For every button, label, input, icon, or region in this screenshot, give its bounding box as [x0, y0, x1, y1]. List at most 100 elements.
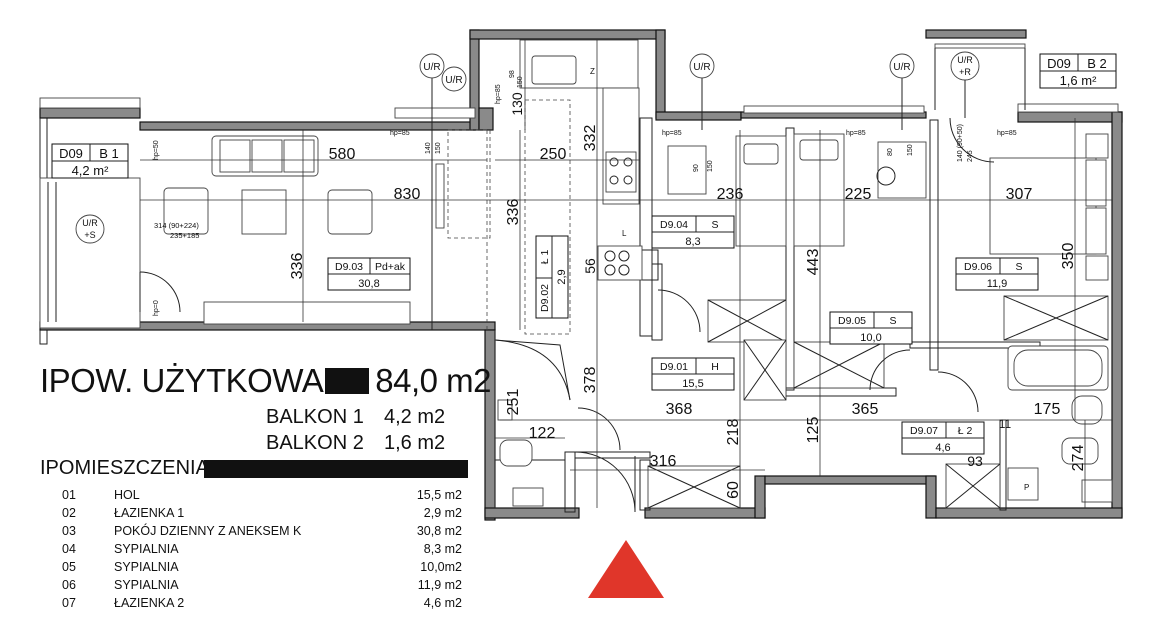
room-d901-type: H [711, 361, 719, 373]
rooms-heading-bar [204, 460, 468, 478]
room-name: POKÓJ DZIENNY Z ANEKSEM K [114, 524, 302, 538]
room-d902-type: Ł 1 [539, 250, 551, 265]
dim-175: 175 [1034, 401, 1061, 418]
room-label-d906: D9.06 S 11,9 [955, 257, 1039, 291]
room-d905-type: S [889, 315, 896, 327]
room-name: SYPIALNIA [114, 578, 179, 592]
ur-marker-4 [889, 53, 915, 79]
exterior-walls [39, 29, 1123, 521]
room-d902-area: 2,9 [556, 269, 568, 284]
room-d904-code: D9.04 [660, 219, 688, 231]
room-no: 06 [62, 578, 76, 592]
bathroom-fixtures [494, 339, 1113, 507]
note-w245: 245 [967, 150, 974, 162]
room-d906-area: 11,9 [987, 278, 1008, 290]
ur-marker-2-label: U/R [445, 75, 462, 86]
note-window-314: 314 (90+224) [154, 221, 199, 230]
balcony-1-area: 4,2 m² [72, 163, 110, 178]
room-d907-type: Ł 2 [958, 425, 973, 437]
balcony-1 [39, 177, 141, 329]
dim-274: 274 [1070, 445, 1087, 472]
dim-56: 56 [582, 258, 598, 274]
usable-area-title: IPOW. UŻYTKOWA [40, 362, 324, 399]
note-w150c: 150 [907, 144, 914, 156]
dim-236: 236 [717, 186, 744, 203]
dim-365: 365 [852, 401, 879, 418]
dim-332: 332 [582, 125, 599, 152]
room-d907-code: D9.07 [910, 425, 938, 437]
room-area: 30,8 m2 [416, 524, 462, 538]
dim-250: 250 [540, 146, 567, 163]
entrance-arrow-icon [588, 540, 664, 598]
room-row: 01 HOL 15,5 m2 [62, 486, 462, 504]
room-d906-code: D9.06 [964, 261, 992, 273]
fixture-letter-p: P [1024, 483, 1029, 492]
note-w140: 140 [425, 142, 432, 154]
note-hp85-c: hp=85 [846, 130, 866, 137]
dim-225: 225 [845, 186, 872, 203]
note-w98: 98 [509, 70, 516, 78]
balcony-1-summary-label: BALKON 1 [266, 406, 364, 428]
dim-60: 60 [725, 481, 742, 499]
balcony-2-code: D09 [1047, 56, 1071, 71]
room-row: 03 POKÓJ DZIENNY Z ANEKSEM K 30,8 m2 [62, 522, 462, 540]
installation-markers: U/R U/R U/R U/R U/R +R U/R +S [75, 51, 980, 330]
room-d907-area: 4,6 [935, 442, 950, 454]
room-area: 15,5 m2 [416, 488, 462, 502]
ur-s-marker-line1: U/R [82, 218, 98, 228]
bedroom-furniture [647, 133, 1109, 509]
dim-350: 350 [1060, 243, 1077, 270]
room-d903-area: 30,8 [358, 278, 379, 290]
balcony-2-summary-area: 1,6 m2 [384, 432, 446, 454]
note-w140b: 140 (90+50) [957, 124, 964, 162]
ur-s-marker-line2: +S [84, 230, 95, 240]
note-w90: 90 [693, 164, 700, 172]
balcony-1-summary-area: 4,2 m2 [384, 406, 446, 428]
dim-443: 443 [805, 249, 822, 276]
dim-368: 368 [666, 401, 693, 418]
room-name: ŁAZIENKA 1 [114, 506, 185, 520]
room-name: HOL [114, 488, 140, 502]
dim-378: 378 [582, 367, 599, 394]
room-d906-type: S [1015, 261, 1022, 273]
dim-336-kitchen: 336 [505, 199, 522, 226]
room-name: SYPIALNIA [114, 560, 179, 574]
room-d902-code: D9.02 [539, 284, 551, 312]
rooms-list: 01 HOL 15,5 m2 02 ŁAZIENKA 1 2,9 m2 03 POKÓJ … [62, 486, 462, 612]
ur-s-marker [75, 214, 105, 244]
note-hp50: hp=50 [153, 140, 160, 160]
room-d905-area: 10,0 [860, 332, 881, 344]
room-no: 01 [62, 488, 76, 502]
room-d903-code: D9.03 [335, 261, 363, 273]
ur-r-marker-line1: U/R [957, 55, 973, 65]
ur-marker-2 [441, 66, 467, 92]
fixture-letter-z: Z [590, 67, 595, 76]
ur-r-marker-line2: +R [959, 67, 971, 77]
dim-93: 93 [967, 453, 983, 469]
dim-307: 307 [1006, 186, 1033, 203]
dim-251: 251 [505, 389, 522, 416]
balcony-1-label: D09 B 1 4,2 m² [51, 143, 129, 179]
room-label-d904: D9.04 S 8,3 [651, 215, 735, 249]
balcony-2-label: D09 B 2 1,6 m² [1039, 53, 1117, 89]
room-no: 03 [62, 524, 76, 538]
room-no: 02 [62, 506, 76, 520]
balcony-2-summary-label: BALKON 2 [266, 432, 364, 454]
room-d903-type: Pd+ak [375, 261, 406, 273]
ur-marker-1-label: U/R [423, 62, 440, 73]
ur-marker-3 [689, 53, 715, 79]
room-d905-code: D9.05 [838, 315, 866, 327]
room-area: 2,9 m2 [423, 506, 462, 520]
room-row: 02 ŁAZIENKA 1 2,9 m2 [62, 504, 462, 522]
room-area: 8,3 m2 [423, 542, 462, 556]
room-no: 07 [62, 596, 76, 610]
dim-122: 122 [529, 425, 556, 442]
dimension-lines [140, 40, 1112, 508]
dim-130: 130 [509, 92, 525, 116]
balcony-2-type: B 2 [1087, 56, 1107, 71]
note-w150d: 150 [517, 76, 524, 88]
living-room-furniture [163, 129, 491, 330]
